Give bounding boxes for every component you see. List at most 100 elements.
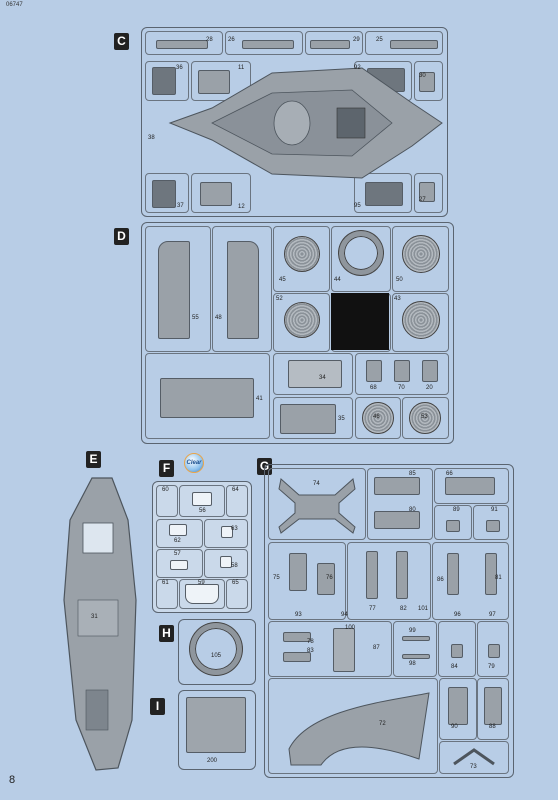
- part-number-95: 95: [354, 203, 361, 209]
- sprue-f-cell-60: [156, 485, 178, 517]
- sprue-g-cell-74: [268, 468, 366, 540]
- sprue-c-cell-11: [191, 61, 251, 101]
- sprue-c-cell-12: [191, 173, 251, 213]
- sprue-d-cell-44: [331, 226, 391, 292]
- sprue-f-frame: 60 56 64 62 63 57 58 61 59 65: [152, 481, 252, 613]
- sprue-d-cell-68-70-20: [355, 353, 449, 395]
- part-number-26: 26: [228, 37, 235, 43]
- page-number: 8: [9, 774, 16, 786]
- part-number-81: 81: [495, 575, 502, 581]
- sprue-f-cell-64: [226, 485, 248, 517]
- clear-parts-badge: Clear: [184, 453, 204, 473]
- sprue-c-cell-95: [354, 173, 412, 213]
- part-number-97: 97: [489, 612, 496, 618]
- sprue-d-frame: 55 48 45 44 50 52 43 34 68 70 20 41 35 4…: [141, 222, 454, 444]
- sprue-g-cell-77-82-101: [347, 542, 431, 620]
- part-number-25: 25: [376, 37, 383, 43]
- part-number-74: 74: [313, 481, 320, 487]
- sprue-g-cell-78-83-100: [268, 621, 392, 677]
- part-number-12: 12: [238, 204, 245, 210]
- sprue-d-cell-55: [145, 226, 211, 352]
- part-number-53: 53: [421, 414, 428, 420]
- sprue-c-hull-part: [168, 67, 443, 179]
- sprue-e-letter: E: [86, 451, 101, 468]
- part-number-85: 85: [409, 471, 416, 477]
- part-number-60: 60: [162, 487, 169, 493]
- part-number-82: 82: [400, 606, 407, 612]
- part-number-88: 88: [489, 724, 496, 730]
- part-number-76: 76: [326, 575, 333, 581]
- part-number-56: 56: [199, 508, 206, 514]
- part-number-57: 57: [174, 551, 181, 557]
- part-number-38: 38: [148, 135, 155, 141]
- part-number-83: 83: [307, 648, 314, 654]
- part-number-37: 37: [177, 203, 184, 209]
- part-number-61: 61: [162, 580, 169, 586]
- part-number-41: 41: [256, 396, 263, 402]
- part-number-80: 80: [409, 507, 416, 513]
- part-number-43: 43: [394, 296, 401, 302]
- part-number-92: 92: [354, 65, 361, 71]
- sprue-g-cell-73: [439, 741, 509, 774]
- part-number-66: 66: [446, 471, 453, 477]
- part-number-63: 63: [231, 526, 238, 532]
- part-number-65: 65: [232, 580, 239, 586]
- part-number-77: 77: [369, 606, 376, 612]
- sprue-f-cell-56: [179, 485, 225, 517]
- part-number-200: 200: [207, 758, 218, 764]
- part-number-64: 64: [232, 487, 239, 493]
- sprue-g-cell-99-98: [393, 621, 437, 677]
- part-number-34: 34: [319, 375, 326, 381]
- sprue-g-cell-66: [434, 468, 509, 504]
- sprue-h-frame: 105: [178, 619, 256, 685]
- part-number-28: 28: [206, 37, 213, 43]
- part-number-46: 46: [373, 414, 380, 420]
- sprue-c-cell-27: [414, 173, 443, 213]
- part-number-75: 75: [273, 575, 280, 581]
- sprue-c-cell-37: [145, 173, 189, 213]
- part-number-20: 20: [426, 385, 433, 391]
- sprue-d-letter: D: [114, 228, 129, 245]
- sprue-f-cell-65: [226, 579, 248, 609]
- sprue-c-frame: 28 26 29 25 36 11 92 30 38 37 12 95 27: [141, 27, 448, 217]
- sprue-f-cell-62: [156, 519, 203, 548]
- sprue-g-cell-84: [438, 621, 476, 677]
- part-number-27: 27: [419, 197, 426, 203]
- sprue-g-cell-91: [473, 505, 509, 540]
- part-number-36: 36: [176, 65, 183, 71]
- sprue-d-cell-41: [145, 353, 270, 439]
- part-number-72: 72: [379, 721, 386, 727]
- part-number-45: 45: [279, 277, 286, 283]
- part-number-84: 84: [451, 664, 458, 670]
- sprue-g-cell-72: [268, 678, 438, 774]
- part-number-87: 87: [373, 645, 380, 651]
- part-number-90: 90: [451, 724, 458, 730]
- sprue-g-frame: 74 85 66 80 89 91 75 76 77 82 101 86 81 …: [264, 464, 514, 778]
- sprue-g-cell-85-80: [367, 468, 433, 540]
- sprue-d-cell-50: [392, 226, 449, 292]
- sprue-c-cell-28: [145, 31, 223, 55]
- part-number-98: 98: [409, 661, 416, 667]
- part-number-100: 100: [345, 625, 356, 631]
- part-number-96: 96: [454, 612, 461, 618]
- sprue-d-cell-43: [392, 293, 449, 352]
- part-number-48: 48: [215, 315, 222, 321]
- part-number-93: 93: [295, 612, 302, 618]
- part-number-52: 52: [276, 296, 283, 302]
- part-number-70: 70: [398, 385, 405, 391]
- sprue-c-cell-30: [414, 61, 443, 101]
- sprue-d-cell-53: [402, 397, 449, 439]
- sprue-g-cell-90: [439, 678, 477, 740]
- sprue-c-cell-29: [305, 31, 363, 55]
- part-number-73: 73: [470, 764, 477, 770]
- part-number-99: 99: [409, 628, 416, 634]
- sprue-f-cell-63: [204, 519, 248, 548]
- sprue-d-cell-35: [273, 397, 353, 439]
- sprue-d-cell-48: [212, 226, 272, 352]
- part-number-55: 55: [192, 315, 199, 321]
- part-number-101: 101: [418, 606, 429, 612]
- sprue-c-cell-36: [145, 61, 189, 101]
- part-number-79: 79: [488, 664, 495, 670]
- sprue-c-cell-26: [225, 31, 303, 55]
